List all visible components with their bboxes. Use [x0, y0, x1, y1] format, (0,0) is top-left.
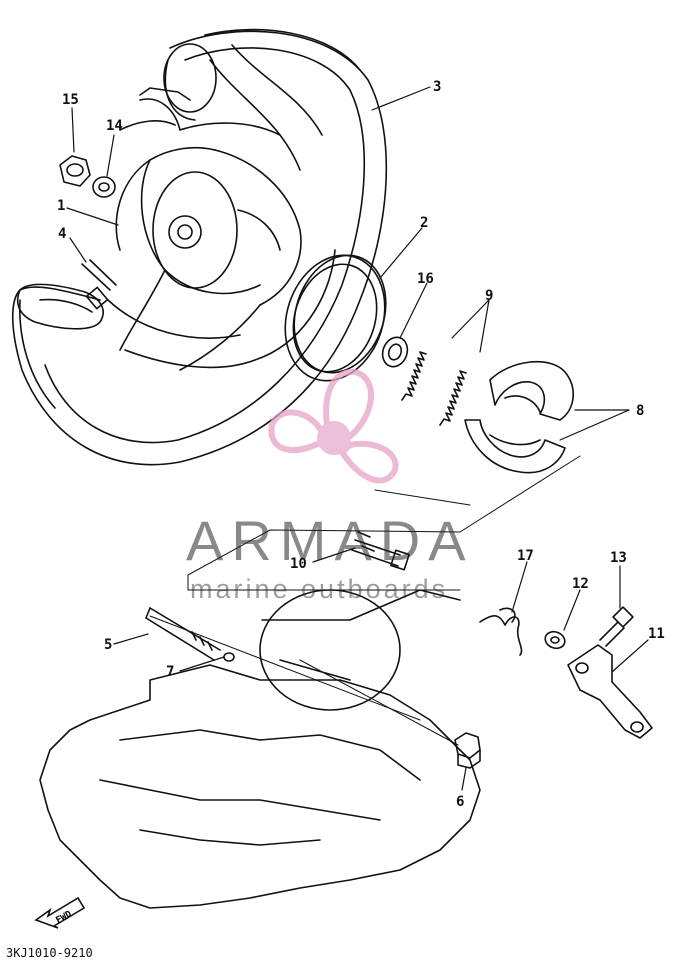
propeller-blade-icon: [268, 409, 325, 454]
cam-lever-part-11: [567, 644, 653, 739]
forward-arrow: FWD: [34, 892, 86, 934]
callout-14: 14: [106, 118, 123, 134]
callout-8: 8: [636, 403, 644, 419]
brake-shoes-part-8: [464, 360, 574, 474]
callout-2: 2: [420, 215, 428, 231]
callout-9: 9: [485, 288, 493, 304]
washer-part-12: [544, 630, 566, 650]
propeller-blade-icon: [338, 440, 399, 484]
callout-16: 16: [417, 271, 434, 287]
nut-part-6: [454, 732, 481, 769]
callout-1: 1: [57, 198, 65, 214]
springs-part-9: [401, 351, 467, 426]
callout-6: 6: [456, 794, 464, 810]
wheel-hub-part-1: [107, 87, 336, 371]
nut-part-15: [59, 155, 91, 187]
watermark-subtitle: marine outboards: [190, 574, 449, 604]
callout-17: 17: [517, 548, 534, 564]
watermark-logo: [268, 368, 399, 484]
callout-4: 4: [58, 226, 66, 242]
washer-part-14: [92, 176, 116, 198]
propeller-hub-icon: [317, 421, 351, 455]
callout-5: 5: [104, 637, 112, 653]
watermark-title: ARMADA: [186, 509, 474, 572]
fwd-label: FWD: [54, 909, 74, 926]
tire-part-3: [11, 28, 388, 466]
washer-part-16: [381, 336, 409, 368]
spring-part-17: [479, 607, 523, 656]
bolt-part-13: [599, 606, 634, 647]
callout-3: 3: [433, 79, 441, 95]
propeller-blade-icon: [323, 368, 374, 443]
callout-10: 10: [290, 556, 307, 572]
callout-13: 13: [610, 550, 627, 566]
callout-7: 7: [166, 664, 174, 680]
axle-part-5: [145, 607, 221, 661]
callout-15: 15: [62, 92, 79, 108]
camshaft-part-10: [351, 531, 410, 571]
fwd-arrow-icon: FWD: [34, 896, 86, 929]
brake-ring-part-2: [284, 254, 387, 382]
callout-labels: 15 14 1 4 3 2 16 9 8 10 17 13 12 11 5 7 …: [57, 79, 665, 810]
diagram-code: 3KJ1010-9210: [6, 946, 93, 960]
callout-11: 11: [648, 626, 665, 642]
oring-part-7: [223, 652, 235, 662]
leader-lines: [66, 86, 649, 791]
engine-case: [39, 589, 481, 909]
callout-12: 12: [572, 576, 589, 592]
assembly-lines: [149, 455, 581, 746]
valve-part-4: [81, 259, 117, 310]
